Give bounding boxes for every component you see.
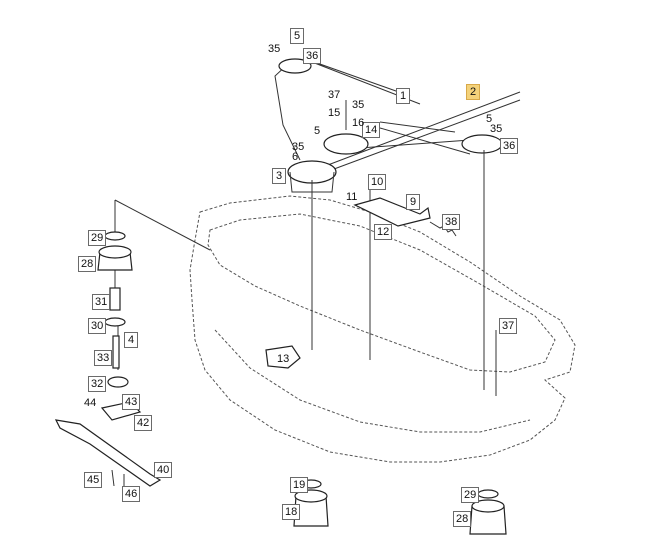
label-35-d: 35: [490, 123, 503, 135]
callout-29-bottom[interactable]: 29: [461, 487, 480, 503]
callout-29[interactable]: 29: [88, 230, 107, 246]
label-15: 15: [328, 107, 341, 119]
callout-38[interactable]: 38: [442, 214, 461, 230]
callout-40[interactable]: 40: [154, 462, 173, 478]
callout-14[interactable]: 14: [362, 122, 381, 138]
label-37: 37: [328, 89, 341, 101]
callout-46[interactable]: 46: [122, 486, 141, 502]
callout-42[interactable]: 42: [134, 415, 153, 431]
blade: [54, 419, 162, 487]
callout-28[interactable]: 28: [78, 256, 97, 272]
main-belt: [274, 57, 521, 173]
callout-30[interactable]: 30: [88, 318, 107, 334]
pulley-left: [287, 160, 337, 184]
label-35-c: 35: [292, 141, 305, 153]
callout-12[interactable]: 12: [374, 224, 393, 240]
idler-bracket: [353, 197, 431, 227]
pulley-right: [461, 134, 503, 154]
callout-28-bottom[interactable]: 28: [453, 511, 472, 527]
deck-inner: [207, 213, 556, 373]
label-16: 16: [352, 117, 365, 129]
callout-4[interactable]: 4: [124, 332, 138, 348]
side-belt: [359, 121, 471, 155]
label-5-c: 5: [486, 113, 493, 125]
callout-31[interactable]: 31: [92, 294, 111, 310]
callout-36-right[interactable]: 36: [500, 138, 519, 154]
callout-1[interactable]: 1: [396, 88, 410, 104]
callout-19[interactable]: 19: [290, 477, 309, 493]
callout-43[interactable]: 43: [122, 394, 141, 410]
label-5-b: 5: [314, 125, 321, 137]
spindle-shaft: [112, 335, 120, 369]
part-13: [265, 345, 301, 369]
callout-37-right[interactable]: 37: [499, 318, 518, 334]
callout-18[interactable]: 18: [282, 504, 301, 520]
callout-5[interactable]: 5: [290, 28, 304, 44]
callout-9[interactable]: 9: [406, 194, 420, 210]
callout-33[interactable]: 33: [94, 350, 113, 366]
label-13: 13: [277, 353, 290, 365]
pulley-middle: [323, 133, 369, 155]
deck-rim: [214, 329, 531, 433]
label-35-b: 35: [352, 99, 365, 111]
callout-32[interactable]: 32: [88, 376, 107, 392]
label-6: 6: [292, 151, 299, 163]
callout-10[interactable]: 10: [368, 174, 387, 190]
spacer: [109, 287, 121, 311]
callout-2[interactable]: 2: [466, 84, 480, 100]
label-44: 44: [84, 397, 97, 409]
label-11: 11: [346, 191, 358, 203]
label-35: 35: [268, 43, 281, 55]
callout-45[interactable]: 45: [84, 472, 103, 488]
callout-3[interactable]: 3: [272, 168, 286, 184]
callout-36[interactable]: 36: [303, 48, 322, 64]
